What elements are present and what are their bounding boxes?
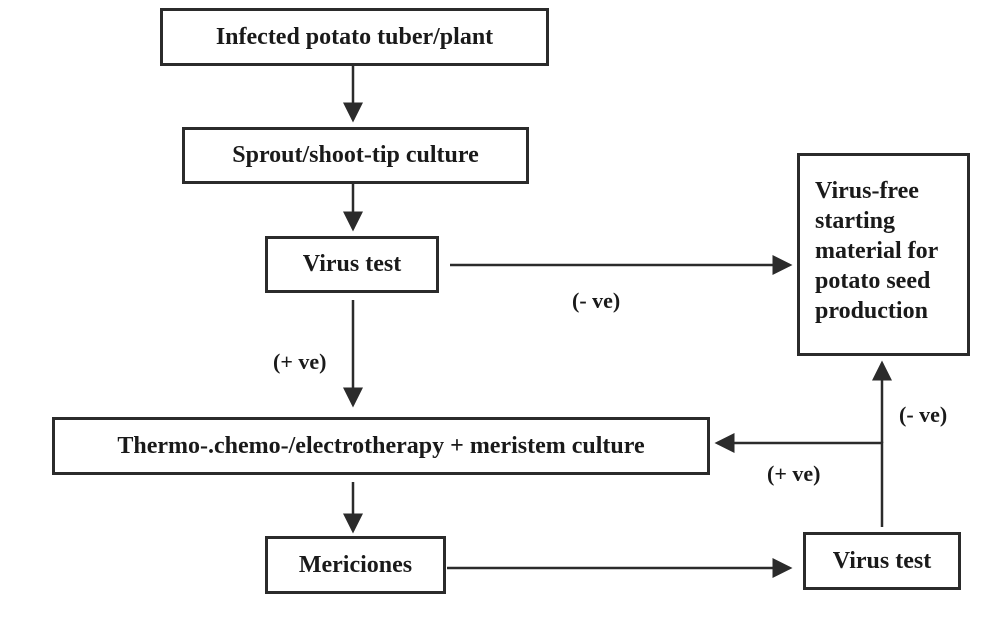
node-therapy-label: Thermo-.chemo-/electrotherapy + meristem…	[117, 432, 645, 459]
edge-label-test1-positive: (+ ve)	[273, 349, 327, 374]
edge-label-test1-negative: (- ve)	[572, 288, 621, 313]
node-sprout-culture-label: Sprout/shoot-tip culture	[232, 142, 479, 168]
node-virus-test-2: Virus test	[803, 532, 961, 590]
node-mericlones-label: Mericiones	[298, 551, 413, 578]
node-sprout-culture: Sprout/shoot-tip culture	[182, 127, 529, 184]
node-virus-test-1: Virus test	[265, 236, 439, 293]
node-virus-free-material-label: Virus-free starting material for potato …	[815, 178, 938, 324]
node-virus-test-2-label: Virus test	[832, 547, 932, 574]
node-mericlones: Mericiones	[265, 536, 446, 594]
node-virus-free-material: Virus-free starting material for potato …	[797, 153, 970, 356]
node-virus-test-1-label: Virus test	[302, 251, 402, 277]
node-infected-potato: Infected potato tuber/plant	[160, 8, 549, 66]
node-infected-potato-label: Infected potato tuber/plant	[215, 23, 494, 50]
node-therapy: Thermo-.chemo-/electrotherapy + meristem…	[52, 417, 710, 475]
edge-label-test2-positive: (+ ve)	[767, 461, 821, 486]
edge-label-test2-negative: (- ve)	[899, 402, 948, 427]
